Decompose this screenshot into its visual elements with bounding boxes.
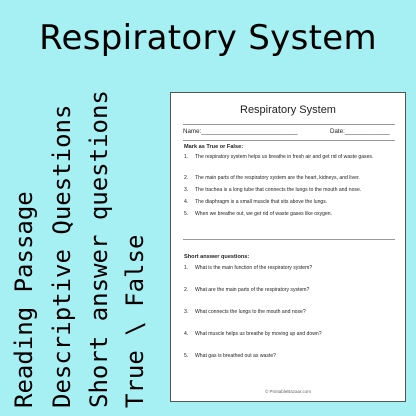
item-text: What connects the lungs to the mouth and…	[195, 309, 306, 315]
name-date-row: Name:____________________________ Date:_…	[183, 124, 395, 141]
short-answer-item: 2. What are the main parts of the respir…	[184, 287, 389, 294]
item-number: 2.	[184, 175, 189, 181]
short-answer-item: 3. What connects the lungs to the mouth …	[184, 309, 389, 316]
date-field-label: Date:_____________	[330, 128, 390, 135]
true-false-item: 4. The diaphragm is a small muscle that …	[184, 199, 389, 206]
worksheet-preview: Respiratory System Name:________________…	[170, 92, 406, 402]
item-number: 1.	[184, 154, 189, 160]
item-number: 3.	[184, 187, 189, 193]
worksheet-footer: © PrintableBazaar.com	[264, 389, 312, 394]
side-label-short-answer-questions: Short answer questions	[85, 90, 113, 408]
item-number: 3.	[184, 309, 189, 315]
item-text: The main parts of the respiratory system…	[195, 175, 360, 181]
short-answer-item: 5. What gas is breathed out as waste?	[184, 353, 389, 360]
item-number: 5.	[184, 211, 189, 217]
name-field-label: Name:____________________________	[183, 128, 298, 135]
worksheet-title: Respiratory System	[240, 104, 336, 116]
section-divider	[183, 239, 395, 240]
short-answer-item: 1. What is the main function of the resp…	[184, 265, 389, 272]
item-text: What are the main parts of the respirato…	[195, 287, 310, 293]
item-text: The diaphragm is a small muscle that sit…	[195, 199, 328, 205]
item-number: 4.	[184, 331, 189, 337]
item-text: The trachea is a long tube that connects…	[195, 187, 362, 193]
true-false-heading: Mark as True or False:	[184, 144, 244, 150]
short-answer-heading: Short answer questions:	[184, 254, 250, 260]
true-false-item: 3. The trachea is a long tube that conne…	[184, 187, 389, 194]
side-label-reading-passage: Reading Passage	[10, 191, 38, 408]
side-label-true-false: True \ False	[121, 234, 149, 408]
true-false-item: 2. The main parts of the respiratory sys…	[184, 175, 389, 182]
true-false-item: 1. The respiratory system helps us breat…	[184, 154, 389, 161]
side-label-descriptive-questions: Descriptive Questions	[48, 104, 76, 408]
item-text: What gas is breathed out as waste?	[195, 353, 276, 359]
item-number: 5.	[184, 353, 189, 359]
item-text: The respiratory system helps us breathe …	[195, 154, 374, 160]
page-title: Respiratory System	[39, 18, 377, 58]
item-text: When we breathe out, we get rid of waste…	[195, 211, 333, 217]
item-text: What is the main function of the respira…	[195, 265, 313, 271]
item-number: 2.	[184, 287, 189, 293]
side-labels: Reading Passage Descriptive Questions Sh…	[0, 88, 162, 416]
item-number: 4.	[184, 199, 189, 205]
true-false-item: 5. When we breathe out, we get rid of wa…	[184, 211, 389, 218]
item-number: 1.	[184, 265, 189, 271]
short-answer-item: 4. What muscle helps us breathe by movin…	[184, 331, 389, 338]
item-text: What muscle helps us breathe by moving u…	[195, 331, 322, 337]
